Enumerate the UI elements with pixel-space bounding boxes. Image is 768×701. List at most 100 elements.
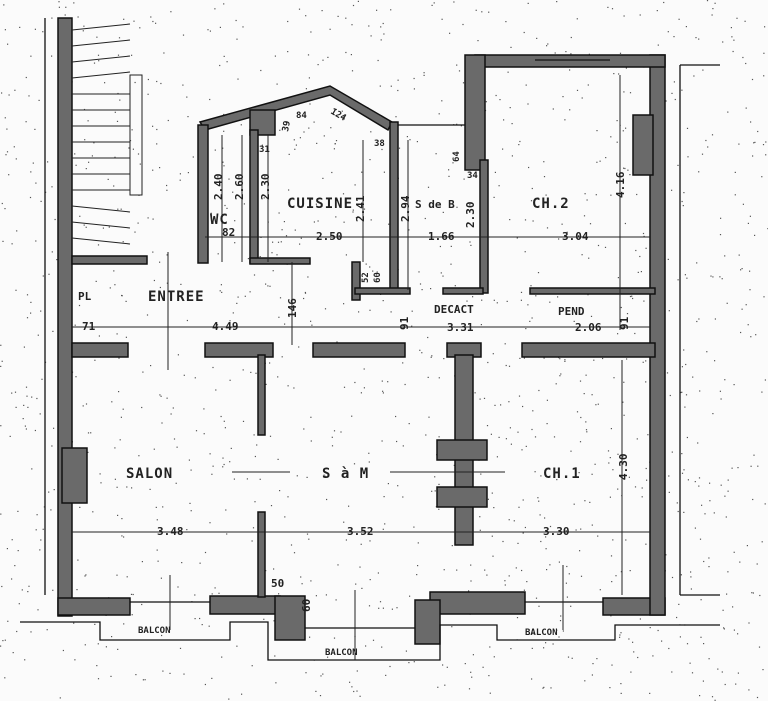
speckle (172, 407, 174, 409)
speckle (237, 296, 239, 298)
speckle (546, 569, 548, 571)
speckle (30, 312, 32, 314)
speckle (504, 343, 506, 345)
speckle (629, 174, 631, 176)
speckle (74, 324, 76, 326)
speckle (141, 406, 143, 409)
speckle (534, 471, 536, 473)
speckle (646, 479, 648, 481)
speckle (618, 73, 620, 75)
speckle (402, 445, 404, 447)
speckle (65, 6, 67, 8)
speckle (40, 310, 42, 312)
speckle (620, 692, 622, 694)
speckle (211, 593, 213, 595)
speckle (1, 585, 3, 588)
speckle (681, 200, 683, 203)
speckle (343, 116, 345, 118)
speckle (310, 31, 312, 33)
speckle (507, 71, 509, 73)
speckle (1, 360, 3, 362)
speckle (74, 153, 76, 155)
dim-wc-width: 82 (222, 226, 235, 239)
dim-60b: 60 (300, 599, 313, 612)
speckle (215, 389, 217, 391)
speckle (594, 463, 596, 465)
speckle (212, 465, 214, 467)
speckle (531, 647, 533, 649)
speckle (390, 9, 392, 11)
speckle (566, 596, 568, 598)
speckle (668, 475, 670, 477)
speckle (253, 274, 256, 276)
speckle (207, 29, 209, 31)
speckle (4, 29, 6, 31)
dim-34: 34 (467, 171, 478, 181)
speckle (277, 241, 280, 243)
speckle (8, 94, 10, 96)
speckle (94, 623, 96, 625)
speckle (369, 159, 371, 161)
speckle (11, 392, 13, 394)
speckle (727, 571, 729, 573)
speckle (684, 274, 686, 276)
speckle (221, 656, 223, 658)
speckle (611, 581, 613, 583)
speckle (379, 601, 382, 603)
speckle (543, 357, 545, 359)
label-entree: ENTREE (148, 289, 205, 305)
speckle (722, 41, 724, 43)
speckle (351, 686, 353, 688)
speckle (236, 645, 238, 647)
speckle (586, 199, 588, 201)
speckle (486, 574, 488, 576)
speckle (409, 139, 411, 141)
speckle (236, 302, 238, 304)
speckle (223, 420, 225, 422)
speckle (39, 549, 41, 551)
speckle (452, 162, 454, 164)
speckle (656, 10, 658, 12)
speckle (244, 295, 246, 297)
speckle (134, 81, 136, 84)
speckle (617, 333, 619, 335)
speckle (343, 386, 346, 388)
speckle (643, 235, 645, 237)
speckle (673, 36, 675, 38)
wall-corridor-left (71, 342, 129, 358)
speckle (229, 461, 231, 463)
speckle (518, 395, 521, 397)
speckle (573, 320, 575, 322)
speckle (25, 428, 27, 430)
speckle (531, 187, 533, 190)
speckle (135, 674, 137, 676)
speckle (623, 381, 625, 383)
speckle (479, 398, 481, 400)
speckle (280, 241, 282, 243)
speckle (417, 542, 419, 544)
speckle (602, 357, 604, 360)
speckle (456, 64, 458, 66)
speckle (333, 430, 336, 432)
speckle (290, 544, 293, 546)
speckle (118, 391, 120, 393)
speckle (155, 22, 157, 24)
speckle (611, 8, 614, 10)
speckle (764, 26, 766, 28)
speckle (477, 40, 479, 42)
speckle (752, 155, 754, 157)
speckle (581, 254, 583, 256)
speckle (23, 346, 25, 348)
speckle (677, 279, 679, 281)
chimney-ch2 (632, 114, 654, 176)
speckle (74, 659, 76, 661)
speckle (381, 646, 383, 648)
speckle (579, 380, 582, 382)
speckle (404, 383, 406, 386)
speckle (309, 636, 311, 638)
stair-tread (71, 71, 131, 79)
speckle (8, 174, 10, 176)
speckle (520, 299, 522, 301)
speckle (628, 638, 630, 640)
speckle (287, 385, 289, 387)
